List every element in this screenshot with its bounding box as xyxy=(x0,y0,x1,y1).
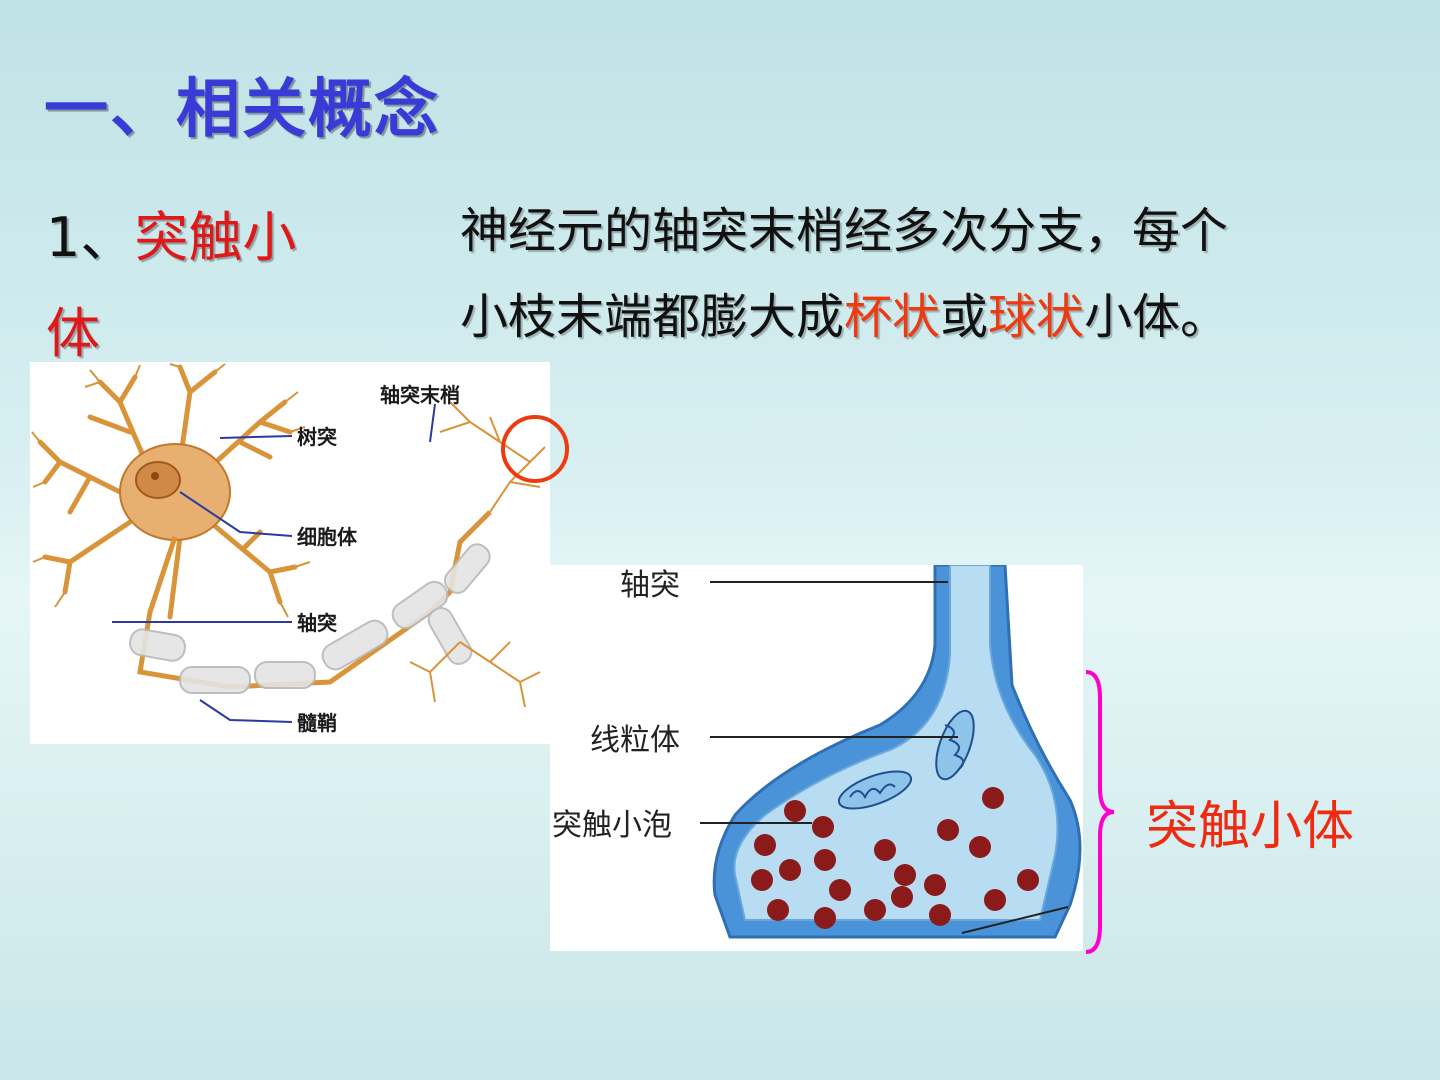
slide-title: 一、相关概念 xyxy=(44,73,440,147)
mitochondria xyxy=(837,709,975,810)
synaptic-bouton-label: 突触小体 xyxy=(1146,797,1355,857)
desc-line2-part2: 小体。 xyxy=(1084,289,1229,345)
label-cell-body: 细胞体 xyxy=(297,525,358,549)
desc-highlight-ball: 球状 xyxy=(988,289,1085,345)
neuron-svg: 轴突末梢 树突 细胞体 轴突 髓鞘 xyxy=(31,363,546,735)
label-dendrite: 树突 xyxy=(297,425,337,449)
label-axon-terminal: 轴突末梢 xyxy=(380,383,460,407)
leader-lines xyxy=(112,403,436,723)
bouton-diagram: 轴突 线粒体 突触小泡 xyxy=(550,563,1083,951)
label-myelin: 髓鞘 xyxy=(297,711,337,735)
bouton-label-mitochondria: 线粒体 xyxy=(590,723,680,758)
myelin-segments xyxy=(129,543,491,694)
brace-icon xyxy=(1085,670,1115,954)
bouton-leader-lines xyxy=(700,581,1069,934)
term-rest: 体 xyxy=(46,302,100,365)
bouton-svg: 轴突 线粒体 突触小泡 xyxy=(552,563,1082,939)
bouton-label-vesicle: 突触小泡 xyxy=(552,808,672,843)
label-axon: 轴突 xyxy=(297,611,337,635)
term-heading: 1、突触小体 xyxy=(46,190,376,382)
desc-line1: 神经元的轴突末梢经多次分支，每个 xyxy=(460,203,1229,259)
bouton-label-axon: 轴突 xyxy=(620,568,680,603)
nucleus xyxy=(135,461,181,499)
dendrites xyxy=(37,364,298,620)
description: 神经元的轴突末梢经多次分支，每个 小枝末端都膨大成杯状或球状小体。 xyxy=(460,188,1380,360)
term-highlight: 突触小 xyxy=(134,206,297,269)
axon-terminals xyxy=(409,401,546,708)
synaptic-vesicles xyxy=(751,787,1039,929)
neuron-diagram: 轴突末梢 树突 细胞体 轴突 髓鞘 xyxy=(30,362,550,744)
desc-middle: 或 xyxy=(940,289,989,345)
term-number: 1、 xyxy=(46,206,135,269)
desc-highlight-cup: 杯状 xyxy=(844,289,941,345)
highlight-circle xyxy=(501,415,569,483)
fine-dendrites xyxy=(31,363,311,618)
desc-line2-part1: 小枝末端都膨大成 xyxy=(460,289,845,345)
